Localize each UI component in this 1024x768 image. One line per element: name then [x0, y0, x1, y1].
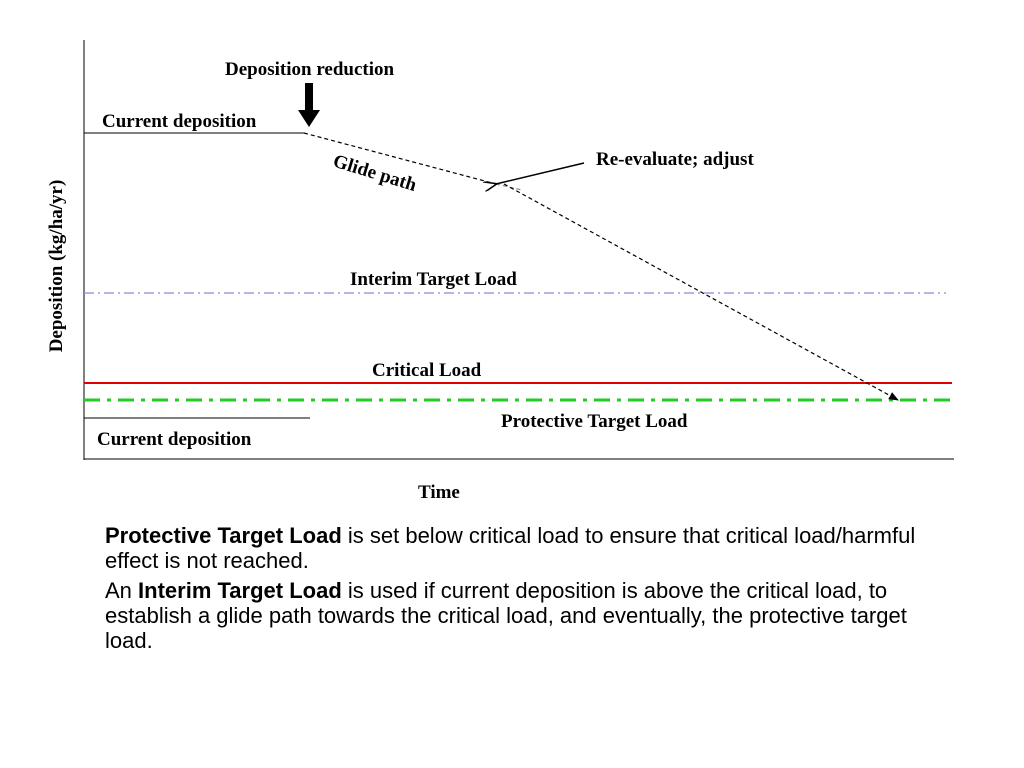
- caption-paragraph-1: Protective Target Load is set below crit…: [105, 523, 955, 573]
- glide-path-segment-1: [303, 132, 497, 185]
- interim-target-label: Interim Target Load: [350, 269, 517, 290]
- deposition-reduction-label: Deposition reduction: [225, 59, 395, 80]
- x-axis-label: Time: [418, 482, 460, 503]
- caption-p1-bold: Protective Target Load: [105, 523, 342, 548]
- reevaluate-pointer-arrow: [496, 162, 585, 184]
- target-load-diagram: Deposition reduction Current deposition …: [46, 40, 954, 503]
- caption-p2-bold: Interim Target Load: [138, 578, 342, 603]
- critical-load-label: Critical Load: [372, 360, 482, 381]
- reevaluate-label: Re-evaluate; adjust: [596, 149, 754, 170]
- current-deposition-low-label: Current deposition: [97, 429, 252, 450]
- glide-path-segment-3: [503, 183, 899, 401]
- y-axis-label: Deposition (kg/ha/yr): [46, 180, 67, 353]
- explanation-text: Protective Target Load is set below crit…: [105, 523, 955, 658]
- caption-paragraph-2: An Interim Target Load is used if curren…: [105, 578, 955, 653]
- glide-path-label: Glide path: [331, 151, 420, 196]
- current-deposition-high-label: Current deposition: [102, 111, 257, 132]
- caption-p1-text: is set below critical load to ensure tha…: [105, 523, 916, 573]
- protective-target-label: Protective Target Load: [501, 411, 688, 432]
- down-arrow-icon: [298, 83, 320, 127]
- caption-p2-lead: An: [105, 578, 139, 603]
- caption-p2-text: is used if current deposition is above t…: [105, 578, 907, 653]
- glide-path-segment-2: [495, 183, 523, 191]
